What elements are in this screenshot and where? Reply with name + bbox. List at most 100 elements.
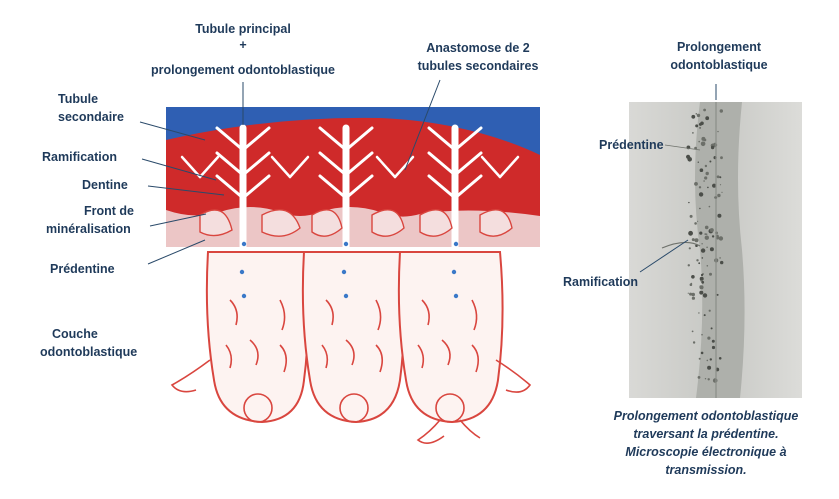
micrograph-speck — [692, 132, 694, 134]
micrograph-speck — [703, 109, 706, 112]
micrograph-speck — [699, 285, 703, 289]
micro-title: Prolongement — [660, 40, 778, 55]
micro-label-ramification: Ramification — [563, 275, 638, 290]
micrograph-speck — [717, 214, 721, 218]
micrograph-speck — [689, 247, 691, 249]
micrograph-speck — [697, 114, 700, 117]
odontoblast-cell — [399, 252, 503, 422]
micrograph-speck — [691, 115, 695, 119]
micrograph-speck — [720, 261, 723, 264]
micrograph-speck — [699, 208, 700, 209]
micrograph-speck — [703, 293, 707, 297]
micrograph-speck — [702, 273, 704, 275]
label-couche: Couche — [52, 327, 98, 342]
micrograph-speck — [692, 297, 695, 300]
micrograph-speck — [699, 232, 702, 235]
micrograph-speck — [711, 327, 713, 329]
label-front-mineralisation-sub: minéralisation — [46, 222, 131, 237]
micrograph-speck — [699, 123, 701, 125]
micro-label-predentine: Prédentine — [599, 138, 664, 153]
micrograph-speck — [707, 337, 710, 340]
micrograph-speck — [720, 184, 721, 185]
micrograph-speck — [698, 262, 700, 264]
micrograph-speck — [706, 247, 708, 249]
micrograph-speck — [686, 155, 690, 159]
micrograph-speck — [704, 176, 707, 179]
micrograph-speck — [721, 192, 722, 193]
micrograph-speck — [712, 346, 715, 349]
micrograph-speck — [691, 283, 693, 285]
label-dentine: Dentine — [82, 178, 128, 193]
micrograph-speck — [707, 265, 709, 267]
micrograph-speck — [692, 238, 695, 241]
micrograph-speck — [691, 293, 695, 297]
micrograph-speck — [709, 161, 711, 163]
micrograph-speck — [707, 187, 709, 189]
micrograph-speck — [705, 233, 706, 234]
label-front-mineralisation: Front de — [84, 204, 134, 219]
micrograph-speck — [698, 162, 699, 163]
micrograph-speck — [700, 168, 704, 172]
caption-line-3: Microscopie électronique à — [575, 444, 837, 460]
label-couche-sub: odontoblastique — [40, 345, 137, 360]
micrograph-speck — [706, 172, 709, 175]
micrograph-speck — [712, 235, 714, 237]
micrograph-speck — [690, 215, 693, 218]
odontoblast-cell — [207, 252, 308, 422]
micrograph-speck — [705, 226, 709, 230]
micrograph-speck — [707, 360, 709, 362]
micrograph-speck — [693, 341, 695, 343]
micrograph-speck — [700, 277, 704, 281]
label-tubule-principal-plus: + — [175, 38, 311, 53]
micrograph-speck — [701, 142, 706, 147]
micrograph-speck — [717, 175, 720, 178]
micrograph-speck — [719, 176, 721, 178]
micrograph-speck — [688, 202, 689, 203]
micrograph-speck — [702, 257, 704, 259]
micrograph-speck — [709, 310, 711, 312]
micrograph-speck — [708, 378, 710, 380]
micrograph-speck — [704, 314, 706, 316]
micrograph-speck — [688, 231, 693, 236]
micrograph-speck — [719, 357, 722, 360]
micrograph-speck — [705, 165, 707, 167]
micrograph-speck — [702, 243, 703, 244]
micrograph-speck — [698, 141, 700, 143]
micrograph-speck — [698, 312, 699, 313]
micrograph-speck — [692, 331, 694, 333]
label-tubule-secondaire: Tubule — [58, 92, 98, 107]
caption-line-2: traversant la prédentine. — [575, 426, 837, 442]
label-predentine: Prédentine — [50, 262, 115, 277]
micrograph-speck — [705, 116, 709, 120]
micrograph-speck — [699, 127, 701, 129]
micrograph-speck — [695, 124, 698, 127]
micrograph-speck — [694, 182, 698, 186]
label-anastomose: Anastomose de 2 — [398, 41, 558, 56]
label-tubule-secondaire-sub: secondaire — [58, 110, 124, 125]
micrograph-speck — [699, 192, 703, 196]
micrograph-speck — [703, 180, 705, 182]
micrograph-speck — [709, 206, 711, 208]
caption-line-4: transmission. — [575, 462, 837, 478]
micrograph-speck — [699, 291, 703, 295]
label-tubule-principal: Tubule principal — [175, 22, 311, 37]
micrograph-speck — [688, 293, 689, 294]
micrograph-speck — [719, 257, 721, 259]
micro-title-sub: odontoblastique — [660, 58, 778, 73]
micrograph-speck — [697, 221, 698, 222]
caption-line-1: Prolongement odontoblastique — [575, 408, 837, 424]
label-anastomose-sub: tubules secondaires — [398, 59, 558, 74]
micrograph-speck — [696, 259, 698, 261]
micrograph-speck — [701, 352, 704, 355]
micrograph-speck — [712, 340, 715, 343]
micrograph-speck — [710, 358, 712, 360]
micrograph-speck — [719, 236, 723, 240]
micrograph-speck — [711, 146, 714, 149]
micrograph-speck — [705, 378, 706, 379]
micrograph-speck — [706, 234, 707, 235]
micrograph-speck — [698, 376, 701, 379]
micrograph-speck — [717, 294, 719, 296]
micrograph-speck — [699, 186, 701, 188]
micrograph-speck — [701, 281, 704, 284]
